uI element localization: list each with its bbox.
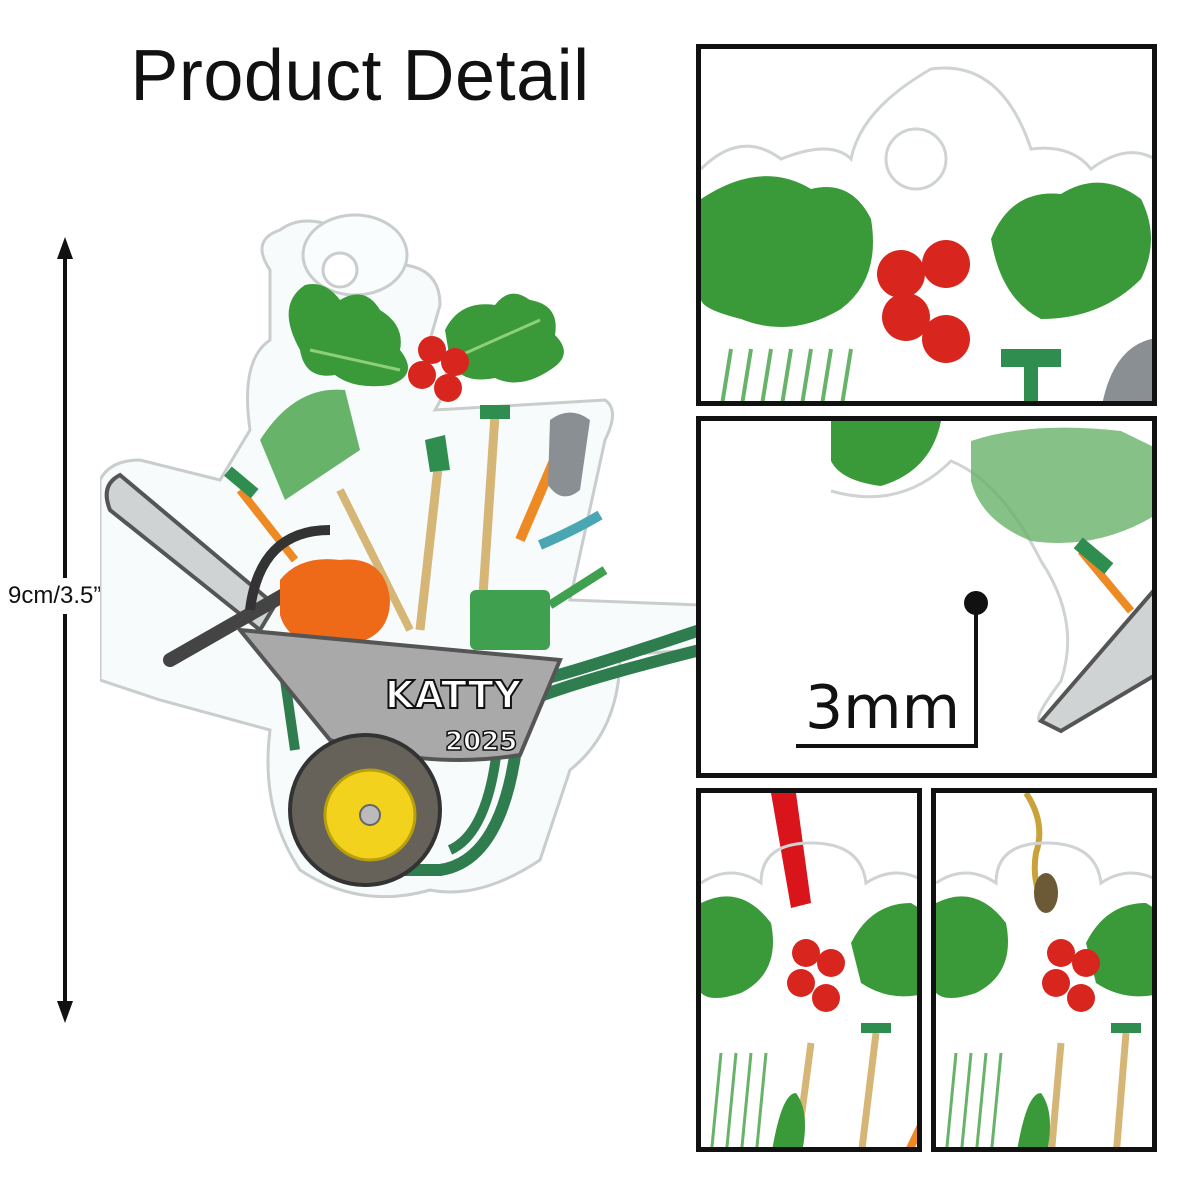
main-ornament-image: KATTY 2025	[100, 213, 708, 899]
chainsaw-body	[245, 525, 390, 646]
garden-tools	[224, 405, 603, 641]
wheelbarrow-wheel	[288, 733, 442, 887]
ornament-year: 2025	[445, 727, 517, 757]
holly-leaves	[288, 284, 564, 387]
height-dimension-arrow	[57, 237, 73, 1023]
thickness-label: 3mm	[805, 673, 961, 743]
page-title: Product Detail	[130, 36, 590, 116]
detail-panel-ribbon	[696, 788, 922, 1152]
watering-can	[470, 566, 608, 650]
holly-berries	[408, 336, 469, 402]
detail-panel-gold-cord	[931, 788, 1157, 1152]
rake	[260, 389, 414, 632]
detail-panel-thickness: 3mm	[696, 416, 1157, 778]
detail-panel-top	[696, 44, 1157, 406]
ornament-name: KATTY	[385, 673, 522, 717]
height-dimension-label: 9cm/3.5”	[6, 578, 104, 614]
